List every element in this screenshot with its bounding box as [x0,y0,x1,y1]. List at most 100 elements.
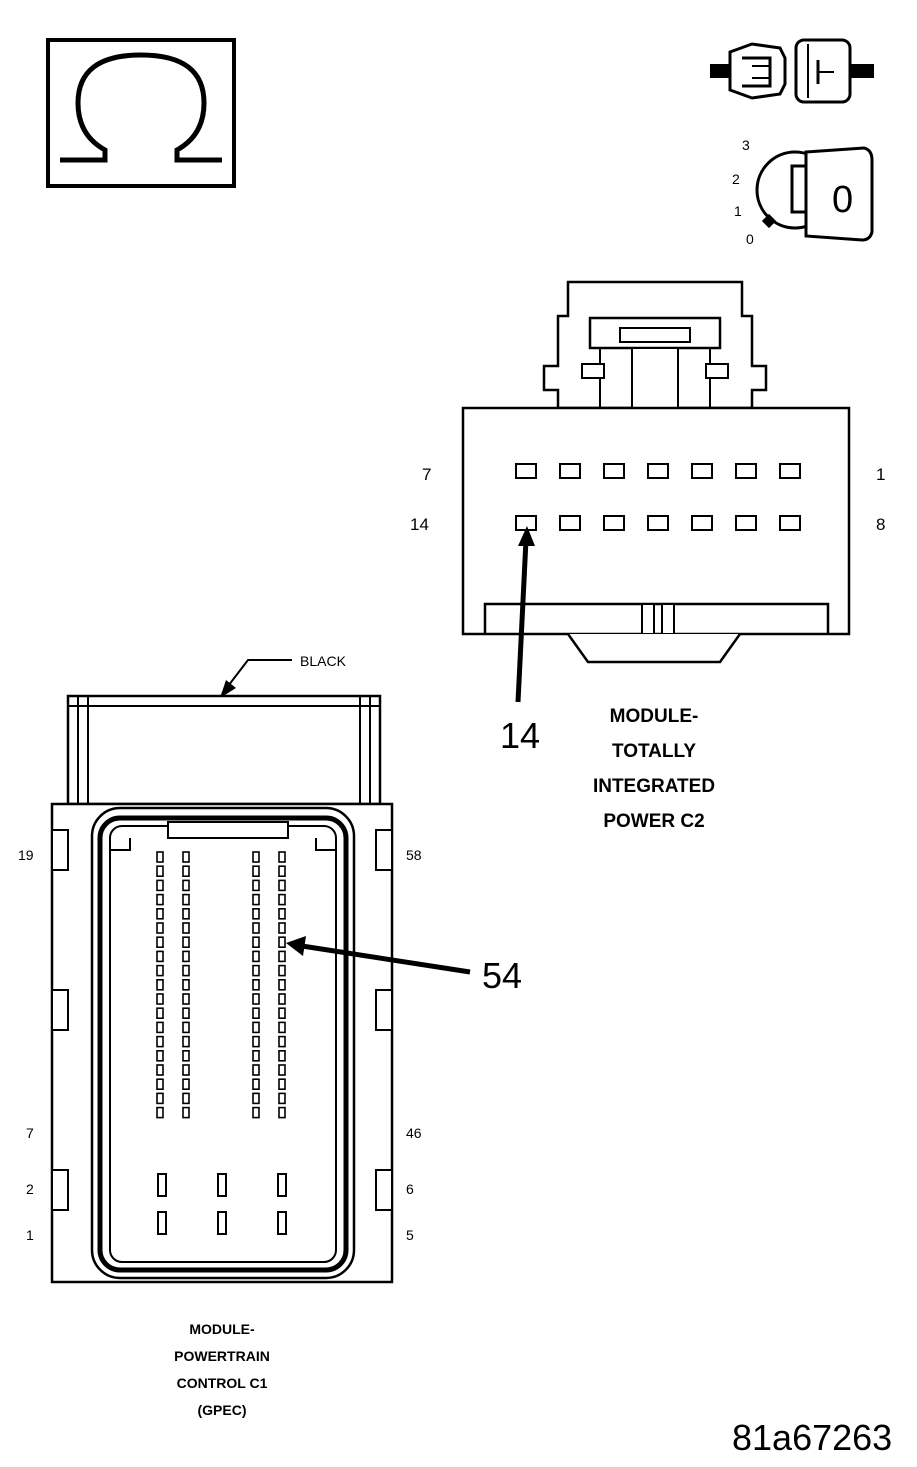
pcm-signal-pin-cavity [278,922,286,934]
pcm-color-label: BLACK [300,653,347,669]
pcm-title-line-1: MODULE- [189,1321,255,1337]
pcm-signal-pin-cavity [182,993,190,1005]
pcm-signal-pin-cavity [156,1078,164,1090]
pcm-signal-pin-cavity [182,879,190,892]
pcm-signal-pin-cavity [156,1021,164,1034]
pcm-signal-pin-cavity [252,922,260,934]
pcm-signal-pin-cavity [182,964,190,977]
pcm-signal-pin-cavity [278,950,286,963]
pcm-signal-pin-cavity [182,922,190,934]
pcm-signal-pin-cavity [182,907,190,920]
pcm-signal-pin-cavity [182,978,190,991]
tipm-pin-cavity [691,463,713,479]
pcm-pin-label-46: 46 [406,1125,422,1141]
pcm-c1-connector: BLACK 19 58 7 46 2 6 1 5 [18,653,522,1418]
pcm-callout-54: 54 [482,955,522,996]
pcm-signal-pin-cavity [252,950,260,963]
pcm-signal-pin-cavity [156,1092,164,1105]
pcm-signal-pin-cavity [156,893,164,906]
pcm-signal-pin-cavity [252,1078,260,1090]
pcm-power-pin-cavity [277,1211,287,1235]
tipm-pin-cavity [647,515,669,531]
tipm-pin-cavity [691,515,713,531]
pcm-signal-pin-cavity [156,964,164,977]
tipm-title-line-3: INTEGRATED [593,776,715,797]
tipm-pin-cavity [515,463,537,479]
pcm-signal-pin-cavity [252,851,260,863]
pcm-signal-pin-cavity [156,1106,164,1119]
pcm-signal-pin-cavity [156,1035,164,1048]
tipm-callout-14: 14 [500,715,540,756]
ignition-key-label: 0 [832,179,853,221]
pcm-signal-pin-cavity [182,1092,190,1105]
tipm-pin-cavity [559,463,581,479]
pcm-signal-pin-cavity [252,993,260,1005]
pcm-signal-pin-cavity [156,879,164,892]
tipm-pin-cavity [603,463,625,479]
pcm-signal-pin-cavity [156,865,164,878]
pcm-signal-pin-cavity [156,851,164,863]
pcm-pin-label-1: 1 [26,1227,34,1243]
pcm-signal-pin-cavity [182,893,190,906]
ignition-pos-2: 2 [732,171,740,187]
pcm-signal-pin-cavity [278,1021,286,1034]
pcm-signal-pin-cavity [156,1007,164,1020]
pcm-power-pin-cavity [217,1211,227,1235]
pcm-signal-pin-cavity [278,865,286,878]
tipm-title-line-2: TOTALLY [612,741,696,762]
pcm-title-line-2: POWERTRAIN [174,1348,270,1364]
tipm-pin-cavity [603,515,625,531]
connector-disconnect-icon [710,38,874,104]
pcm-signal-pin-cavity [278,1050,286,1062]
ignition-key-icon: 3 2 1 0 0 [732,137,874,247]
pcm-signal-pin-cavity [252,1092,260,1105]
pcm-signal-pin-cavity [252,1007,260,1020]
pcm-signal-pin-cavity [278,1064,286,1076]
pcm-signal-pin-cavity [252,1050,260,1062]
pcm-signal-pin-cavity [278,1092,286,1105]
pcm-signal-pin-cavity [252,1106,260,1119]
pcm-signal-pin-cavity [252,1064,260,1076]
pcm-signal-pin-cavity [278,907,286,920]
pcm-signal-pin-cavity [252,879,260,892]
pcm-power-pin-cavity [277,1173,287,1197]
pcm-signal-pin-cavity [252,893,260,906]
pcm-pin-label-2: 2 [26,1181,34,1197]
pcm-power-pin-cavity [157,1211,167,1235]
tipm-title-line-4: POWER C2 [603,811,704,832]
tipm-pin-cavity [559,515,581,531]
tipm-c2-connector: 7 1 14 8 14 MODULE- TOTALLY INTEGRATED P… [410,280,885,832]
pcm-signal-pin-cavity [156,1064,164,1076]
pcm-signal-pin-cavity [156,993,164,1005]
pcm-signal-pin-cavity [156,978,164,991]
pcm-signal-pin-cavity [278,936,286,949]
pcm-signal-pin-cavity [182,950,190,963]
ignition-pos-0: 0 [746,231,754,247]
pcm-signal-pin-cavity [278,964,286,977]
ohm-icon [46,38,236,188]
pcm-signal-pin-cavity [156,1050,164,1062]
ignition-pos-1: 1 [734,203,742,219]
pcm-signal-pin-cavity [278,1106,286,1119]
pcm-pin-label-58: 58 [406,847,422,863]
pcm-signal-pin-cavity [182,1078,190,1090]
pcm-title-line-3: CONTROL C1 [177,1375,268,1391]
pcm-power-pin-cavity [157,1173,167,1197]
pcm-pin-label-19: 19 [18,847,34,863]
pcm-signal-pin-cavity [182,1007,190,1020]
pcm-signal-pin-cavity [182,1064,190,1076]
pcm-signal-pin-cavity [252,1035,260,1048]
pcm-signal-pin-cavity [182,851,190,863]
pcm-signal-pin-cavity [278,1007,286,1020]
tipm-pin-cavity [735,463,757,479]
pcm-signal-pin-cavity [252,865,260,878]
tipm-title-line-1: MODULE- [610,706,699,727]
figure-id: 81a67263 [732,1417,892,1458]
pcm-signal-pin-cavity [156,907,164,920]
tipm-pin-cavity [779,515,801,531]
tipm-pin-cavity [515,515,537,531]
pcm-signal-pin-cavity [182,865,190,878]
tipm-pin-label-1: 1 [876,465,885,484]
tipm-pin-label-8: 8 [876,515,885,534]
pcm-signal-pin-cavity [252,1021,260,1034]
